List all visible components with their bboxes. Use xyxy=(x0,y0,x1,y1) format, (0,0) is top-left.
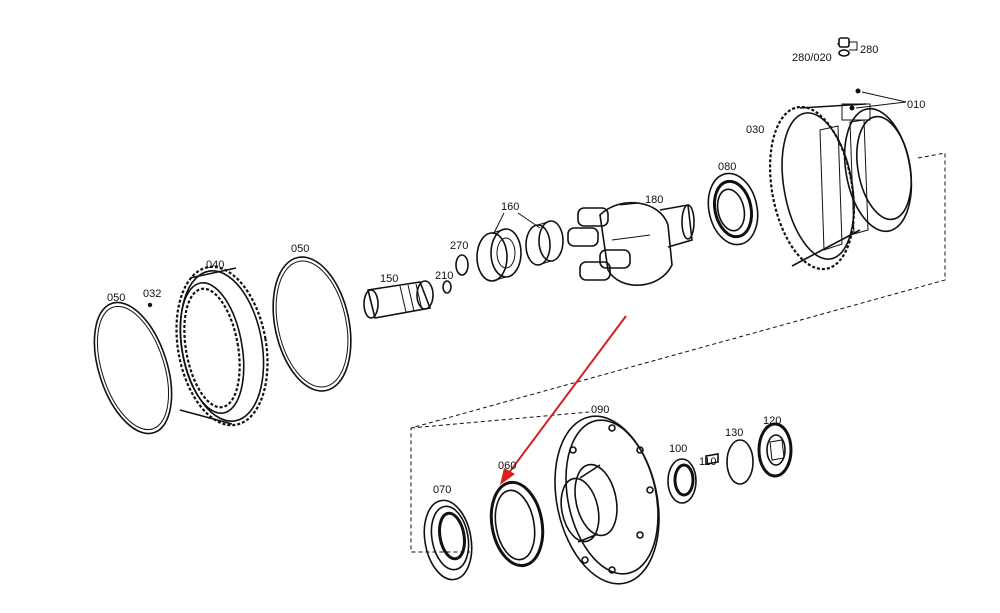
label-160: 160 xyxy=(501,201,519,213)
part-010-housing xyxy=(769,103,913,271)
part-120-nut xyxy=(757,422,793,478)
part-070-seal xyxy=(423,499,473,581)
part-080-bearing xyxy=(707,172,759,246)
label-120: 120 xyxy=(763,415,781,427)
part-050-o-ring-left xyxy=(93,301,173,435)
label-280-020: 280/020 xyxy=(792,52,832,64)
part-280-fastener-icon xyxy=(838,37,858,57)
part-060-ring xyxy=(489,480,545,568)
label-080: 080 xyxy=(718,161,736,173)
part-270-snap-ring xyxy=(455,254,469,276)
part-130-snap-ring xyxy=(726,439,754,485)
part-050-o-ring-center xyxy=(272,256,352,392)
label-060: 060 xyxy=(498,460,516,472)
part-110-pin xyxy=(705,453,719,465)
part-032-dot xyxy=(147,302,153,308)
label-210: 210 xyxy=(435,270,453,282)
part-labels: 010 030 080 180 160 270 150 210 050 040 … xyxy=(107,44,925,496)
assembly-boundary xyxy=(410,152,946,553)
label-050-left: 050 xyxy=(107,292,125,304)
part-100-bearing xyxy=(667,458,697,504)
label-280: 280 xyxy=(860,44,878,56)
part-090-wheel-hub xyxy=(554,415,660,585)
label-270: 270 xyxy=(450,240,468,252)
leader-lines xyxy=(493,43,907,234)
part-010-dot-top xyxy=(855,88,861,94)
part-040-ring-gear xyxy=(175,265,269,427)
label-040: 040 xyxy=(206,259,224,271)
label-090: 090 xyxy=(591,404,609,416)
part-180-planet-carrier xyxy=(567,201,695,286)
label-150: 150 xyxy=(380,273,398,285)
label-010: 010 xyxy=(907,99,925,111)
part-010-dot-bottom xyxy=(849,105,855,111)
part-160-needle-bearings xyxy=(476,220,564,282)
part-210-ring xyxy=(442,280,452,294)
label-032: 032 xyxy=(143,288,161,300)
label-070: 070 xyxy=(433,484,451,496)
label-110: 110 xyxy=(699,456,717,468)
indicator-arrow xyxy=(500,315,627,485)
label-130: 130 xyxy=(725,427,743,439)
label-180: 180 xyxy=(645,194,663,206)
part-150-shaft xyxy=(363,280,434,319)
label-030: 030 xyxy=(746,124,764,136)
label-100: 100 xyxy=(669,443,687,455)
label-050-center: 050 xyxy=(291,243,309,255)
